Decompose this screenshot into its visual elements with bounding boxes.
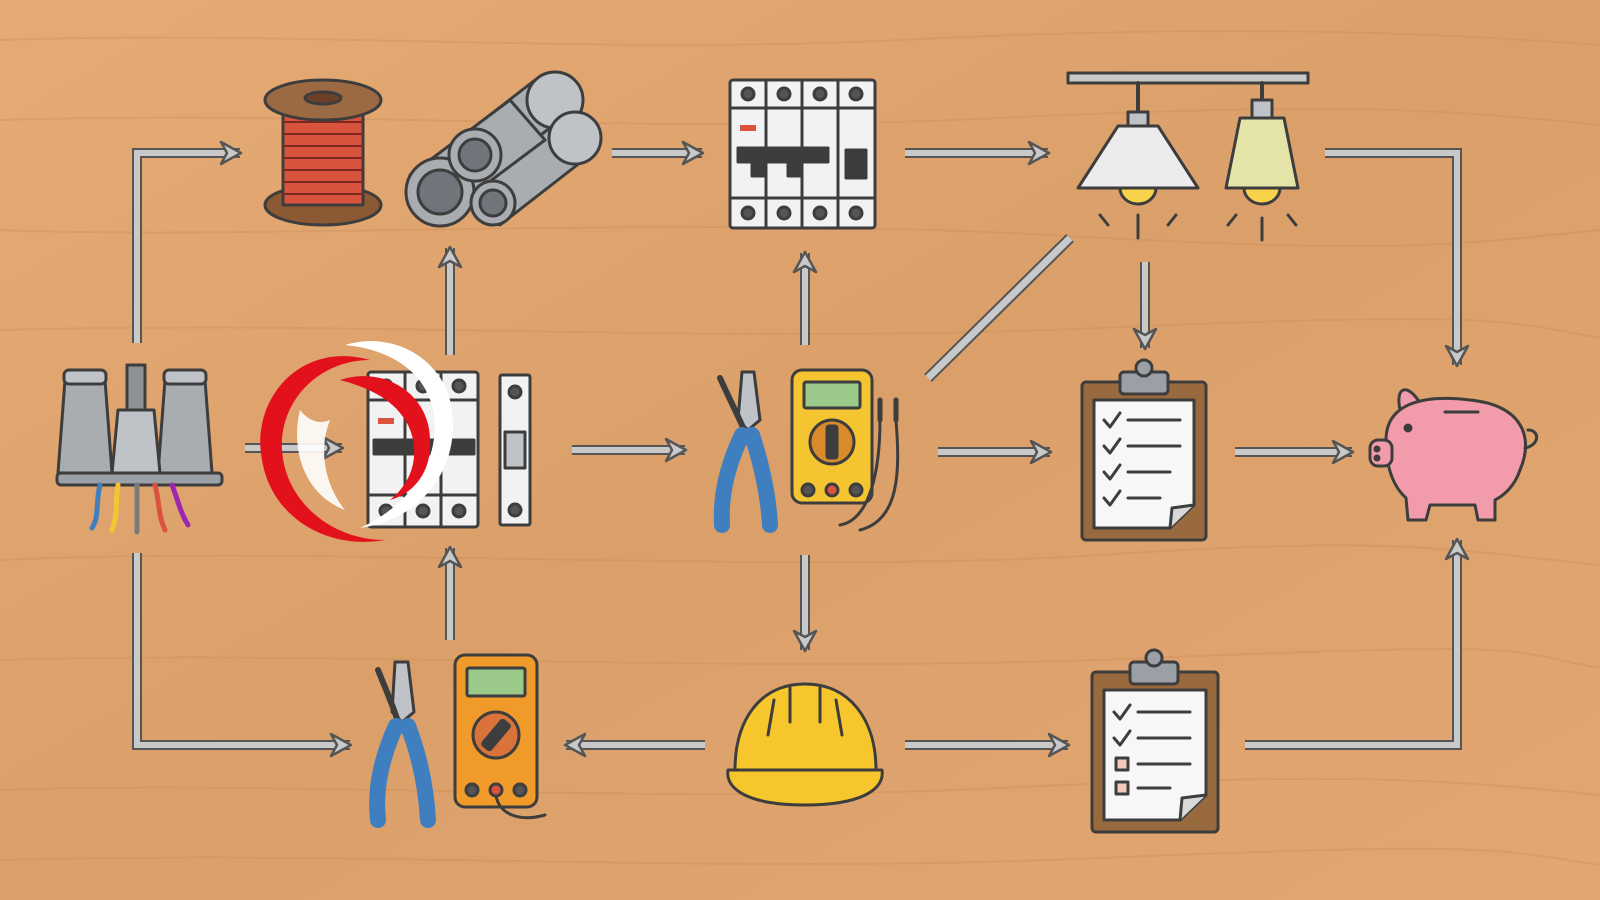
utility-pole-insulators-icon — [55, 363, 224, 535]
piggy-bank-icon — [1368, 388, 1539, 522]
checklist-clipboard-bottom-icon — [1090, 648, 1220, 834]
conduit-pipes-icon — [404, 70, 603, 228]
pliers-multimeter-bottom-icon — [369, 653, 547, 828]
arrow-poles-to-tools-bottom — [132, 553, 353, 758]
wire-spool-icon — [263, 78, 383, 227]
breaker-panel-icon — [728, 78, 877, 230]
arrow-lamps-to-piggy — [1325, 148, 1470, 368]
pliers-multimeter-icon — [713, 368, 900, 533]
arrow-poles-to-spool — [132, 140, 243, 343]
line-tools-to-lamps — [924, 234, 1074, 382]
hard-hat-icon — [726, 682, 884, 807]
connector-arrows — [132, 140, 1470, 758]
red-crescent-swoosh-logo-icon — [260, 341, 454, 542]
arrow-checklist-to-piggy-up — [1245, 537, 1470, 750]
checklist-clipboard-icon — [1080, 358, 1208, 542]
pendant-lamps-icon — [1066, 71, 1310, 242]
